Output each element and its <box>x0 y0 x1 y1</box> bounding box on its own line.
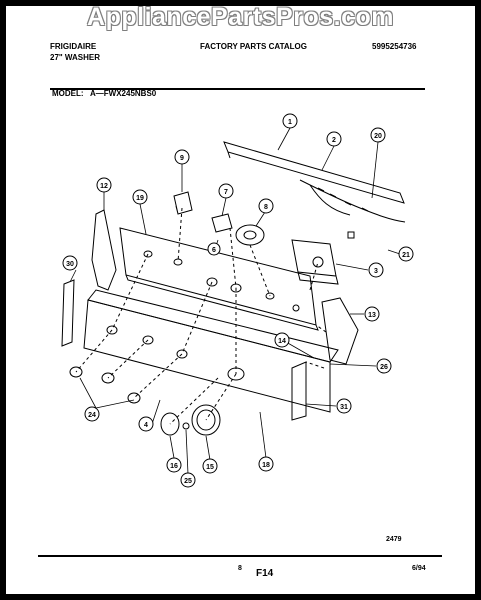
reference-number: 2479 <box>386 536 402 543</box>
svg-text:8: 8 <box>264 204 268 211</box>
catalog-sheet <box>6 6 475 594</box>
callout-20: 20 <box>370 127 386 143</box>
svg-text:25: 25 <box>184 478 192 485</box>
callout-1: 1 <box>282 113 298 129</box>
watermark-logo: AppliancePartsPros.com <box>87 3 394 31</box>
svg-text:21: 21 <box>402 252 410 259</box>
model-value: A—FWX245NBS0 <box>90 89 157 98</box>
callout-16: 16 <box>166 457 182 473</box>
callout-15: 15 <box>202 458 218 474</box>
switch-part <box>211 213 233 233</box>
callout-21: 21 <box>398 246 414 262</box>
svg-text:4: 4 <box>144 422 148 429</box>
svg-text:12: 12 <box>100 183 108 190</box>
product-name: 27" WASHER <box>50 53 101 62</box>
clip-part <box>182 422 190 430</box>
timer-part <box>291 239 339 285</box>
catalog-title: FACTORY PARTS CATALOG <box>200 42 307 51</box>
svg-text:20: 20 <box>374 133 382 140</box>
callout-7: 7 <box>218 183 234 199</box>
left-end-bracket <box>91 209 117 291</box>
svg-text:6: 6 <box>212 247 216 254</box>
callout-25: 25 <box>180 472 196 488</box>
svg-text:2: 2 <box>332 137 336 144</box>
callout-18: 18 <box>258 456 274 472</box>
figure-label: F14 <box>256 568 274 579</box>
svg-text:1: 1 <box>288 119 292 126</box>
footer-rule <box>38 555 442 557</box>
bracket-part <box>173 191 193 215</box>
issue-date: 6/94 <box>412 565 426 572</box>
callout-6: 6 <box>207 242 221 256</box>
callout-12: 12 <box>96 177 112 193</box>
svg-text:18: 18 <box>262 462 270 469</box>
callout-2: 2 <box>326 131 342 147</box>
timer-dial-part <box>191 404 221 436</box>
callout-9: 9 <box>174 149 190 165</box>
right-end-cap <box>321 297 359 365</box>
timer-knob-part <box>160 412 180 436</box>
model-label: MODEL: <box>52 89 84 98</box>
svg-text:14: 14 <box>278 338 286 345</box>
console-top-trim <box>87 289 339 363</box>
console-front-panel <box>83 299 331 413</box>
callout-24: 24 <box>84 406 100 422</box>
callout-13: 13 <box>364 306 380 322</box>
page-number: 8 <box>238 565 242 572</box>
svg-text:26: 26 <box>380 364 388 371</box>
console-back-panel <box>119 227 317 326</box>
small-knob-part <box>69 366 83 378</box>
callout-4: 4 <box>138 416 154 432</box>
svg-text:19: 19 <box>136 195 144 202</box>
top-strip-part <box>223 141 405 204</box>
catalog-part-number: 5995254736 <box>372 42 417 51</box>
callout-19: 19 <box>132 189 148 205</box>
svg-text:3: 3 <box>374 268 378 275</box>
callout-balloons: 1 2 20 9 7 8 12 19 6 21 3 30 13 14 26 31… <box>62 113 414 488</box>
svg-text:16: 16 <box>170 463 178 470</box>
callout-26: 26 <box>376 358 392 374</box>
selector-switch-part <box>235 224 265 246</box>
wire-harness-part <box>299 179 406 223</box>
svg-text:9: 9 <box>180 155 184 162</box>
right-trim-part <box>291 361 307 421</box>
left-end-cap <box>61 279 75 347</box>
header-rule <box>50 88 425 90</box>
svg-text:7: 7 <box>224 189 228 196</box>
callout-31: 31 <box>336 398 352 414</box>
callout-8: 8 <box>258 198 274 214</box>
callout-30: 30 <box>62 255 78 271</box>
brand-name: FRIGIDAIRE <box>50 42 97 51</box>
svg-text:31: 31 <box>340 404 348 411</box>
svg-text:30: 30 <box>66 261 74 268</box>
svg-text:24: 24 <box>88 412 96 419</box>
callout-3: 3 <box>368 262 384 278</box>
callout-14: 14 <box>274 332 290 348</box>
svg-text:15: 15 <box>206 464 214 471</box>
svg-text:13: 13 <box>368 312 376 319</box>
